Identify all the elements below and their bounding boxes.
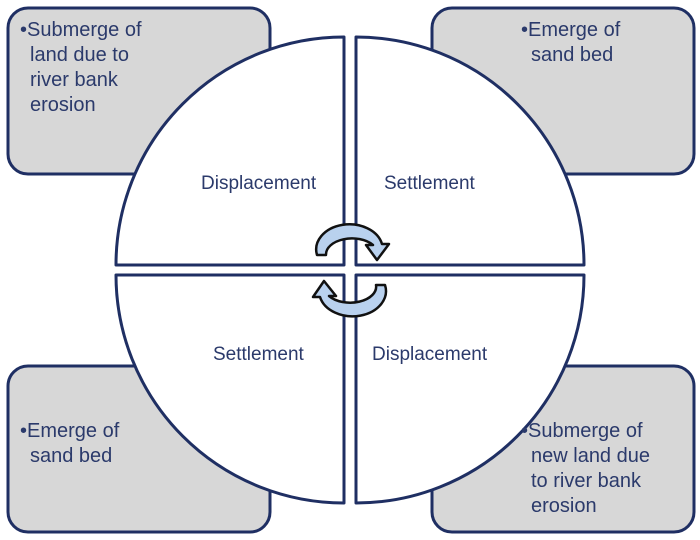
text-line: Submerge of [528, 420, 643, 442]
text-line: river bank [30, 69, 118, 91]
text-line: sand bed [30, 445, 113, 467]
corner-text-bottom-right: •Submerge of new land due to river bank … [521, 419, 650, 519]
text-line: new land due [531, 445, 650, 467]
text-line: Emerge of [528, 19, 621, 41]
quadrant-label-top-left: Displacement [201, 173, 317, 194]
text-line: Submerge of [27, 19, 142, 41]
text-line: erosion [531, 495, 597, 517]
bullet: • [521, 420, 529, 442]
corner-text-top-right: •Emerge of sand bed [521, 18, 620, 68]
quadrant-top-left [114, 35, 346, 267]
quadrant-top-right [354, 35, 586, 267]
text-line: sand bed [531, 44, 614, 66]
cycle-arrow-counterclockwise-icon [311, 279, 388, 318]
corner-text-top-left: •Submerge of land due to river bank eros… [20, 18, 142, 118]
text-line: erosion [30, 94, 96, 116]
quadrant-label-bottom-left: Settlement [213, 344, 304, 365]
quadrant-label-top-right: Settlement [384, 173, 475, 194]
cycle-arrow-clockwise-icon [315, 223, 391, 262]
text-line: Emerge of [27, 420, 120, 442]
text-line: land due to [30, 44, 129, 66]
quadrant-bottom-right [354, 273, 586, 505]
text-line: to river bank [531, 470, 642, 492]
corner-text-bottom-left: •Emerge of sand bed [20, 419, 119, 469]
bullet: • [521, 19, 529, 41]
quadrant-label-bottom-right: Displacement [372, 344, 488, 365]
bullet: • [20, 420, 28, 442]
bullet: • [20, 19, 28, 41]
quadrant-bottom-left [114, 273, 346, 505]
